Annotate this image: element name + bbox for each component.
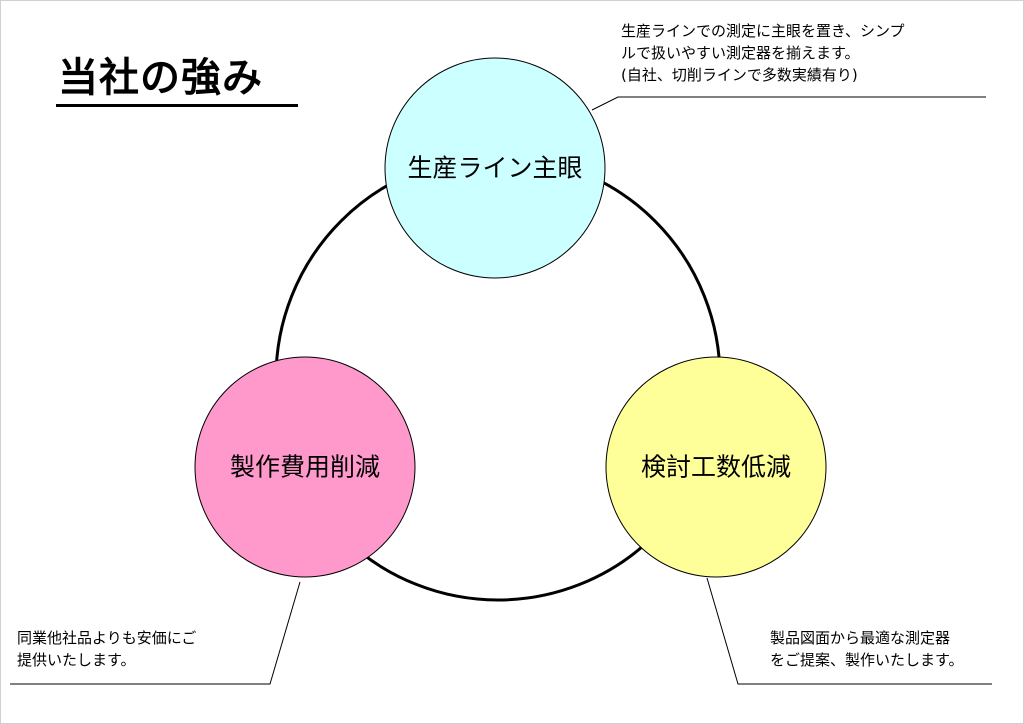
title-underline bbox=[56, 104, 298, 107]
note-line: をご提案、製作いたします。 bbox=[770, 651, 964, 669]
node-production-line bbox=[384, 57, 606, 279]
note-line: 同業他社品よりも安価にご bbox=[17, 629, 197, 647]
note-cost-reduction: 同業他社品よりも安価にご 提供いたします。 bbox=[17, 627, 196, 671]
node-label-man-hour-reduction: 検討工数低減 bbox=[640, 452, 792, 482]
note-production-line: 生産ラインでの測定に主眼を置き、シンプ ルで扱いやすい測定器を揃えます。 (自社… bbox=[621, 20, 905, 86]
note-line: 提供いたします。 bbox=[17, 651, 136, 669]
node-man-hour-reduction bbox=[605, 356, 827, 578]
node-label-production-line: 生産ライン主眼 bbox=[407, 153, 583, 183]
page-title: 当社の強み bbox=[58, 55, 263, 101]
callout-line-top-right bbox=[591, 96, 986, 111]
note-line: 生産ラインでの測定に主眼を置き、シンプ bbox=[621, 22, 905, 40]
callout-line-bottom-left bbox=[10, 581, 301, 685]
note-line: 製品図面から最適な測定器 bbox=[770, 629, 951, 647]
node-label-cost-reduction: 製作費用削減 bbox=[229, 452, 381, 482]
note-man-hour-reduction: 製品図面から最適な測定器 をご提案、製作いたします。 bbox=[770, 627, 964, 671]
note-line: ルで扱いやすい測定器を揃えます。 bbox=[621, 44, 860, 62]
node-cost-reduction bbox=[194, 356, 416, 578]
note-line: (自社、切削ラインで多数実績有り) bbox=[621, 66, 858, 84]
callout-line-bottom-right bbox=[706, 577, 992, 685]
